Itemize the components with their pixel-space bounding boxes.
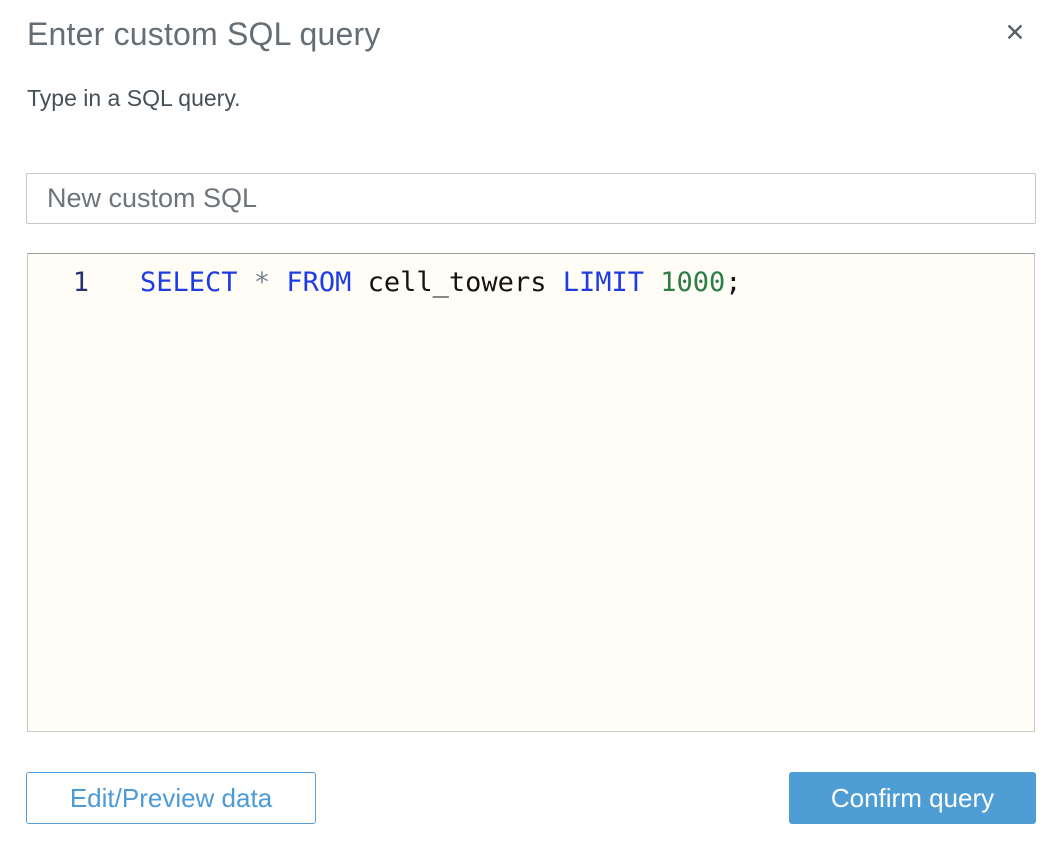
edit-preview-data-button[interactable]: Edit/Preview data	[26, 772, 316, 824]
sql-token-keyword-from: FROM	[286, 267, 352, 298]
line-number: 1	[72, 267, 89, 298]
sql-token-keyword-limit: LIMIT	[562, 267, 644, 298]
sql-token-star-operator: *	[253, 267, 271, 298]
code-line: 1 SELECT * FROM cell_towers LIMIT 1000;	[28, 254, 1034, 299]
query-name-input[interactable]	[26, 173, 1036, 224]
sql-token-keyword-select: SELECT	[140, 267, 238, 298]
confirm-query-button[interactable]: Confirm query	[789, 772, 1036, 824]
sql-token-number: 1000	[660, 267, 726, 298]
page-title: Enter custom SQL query	[27, 16, 381, 52]
close-icon[interactable]: ✕	[1004, 19, 1026, 47]
sql-code-editor[interactable]: 1 SELECT * FROM cell_towers LIMIT 1000;	[27, 253, 1035, 732]
dialog-subtitle: Type in a SQL query.	[27, 85, 241, 111]
sql-code-content: SELECT * FROM cell_towers LIMIT 1000;	[89, 267, 742, 299]
sql-token-semicolon: ;	[725, 267, 742, 298]
sql-token-table-name: cell_towers	[367, 267, 547, 298]
